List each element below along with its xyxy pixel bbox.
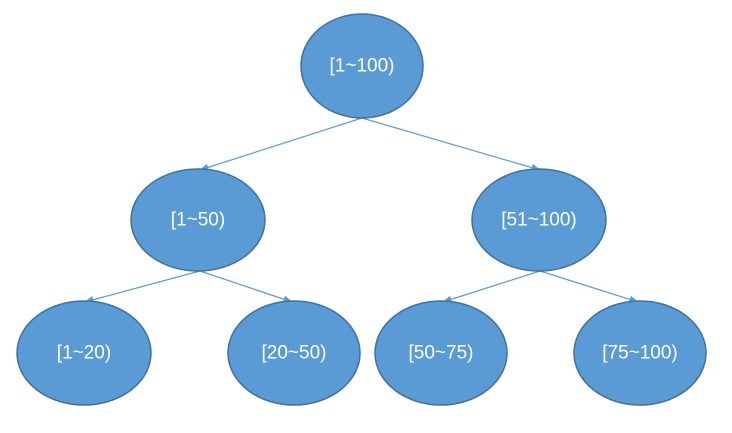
node-right-left-shape — [374, 300, 508, 406]
node-left-right-shape — [227, 300, 361, 406]
edge-right-to-right-right — [539, 270, 639, 304]
node-right-right-label: [75~100) — [602, 343, 678, 364]
node-left-shape — [130, 168, 266, 272]
edge-right-to-right-left — [442, 270, 541, 304]
node-right: [51~100) — [471, 168, 607, 272]
node-right-right: [75~100) — [573, 300, 707, 406]
edge-left-to-left-right — [199, 270, 293, 303]
edge-root-to-left — [199, 117, 363, 172]
node-left-label: [1~50) — [171, 210, 225, 231]
node-right-shape — [471, 168, 607, 272]
node-root: [1~100) — [300, 13, 424, 119]
node-right-right-shape — [573, 300, 707, 406]
edge-root-to-right — [361, 117, 541, 172]
node-root-label: [1~100) — [330, 56, 395, 77]
node-right-label: [51~100) — [501, 210, 577, 231]
node-left-left: [1~20) — [16, 300, 152, 406]
node-left-left-label: [1~20) — [57, 343, 111, 364]
node-left-right-label: [20~50) — [262, 343, 327, 364]
node-left: [1~50) — [130, 168, 266, 272]
node-right-left: [50~75) — [374, 300, 508, 406]
edges — [84, 117, 639, 304]
node-left-right: [20~50) — [227, 300, 361, 406]
node-right-left-label: [50~75) — [409, 343, 474, 364]
node-root-shape — [300, 13, 424, 119]
edge-left-to-left-left — [84, 270, 201, 304]
node-left-left-shape — [16, 300, 152, 406]
